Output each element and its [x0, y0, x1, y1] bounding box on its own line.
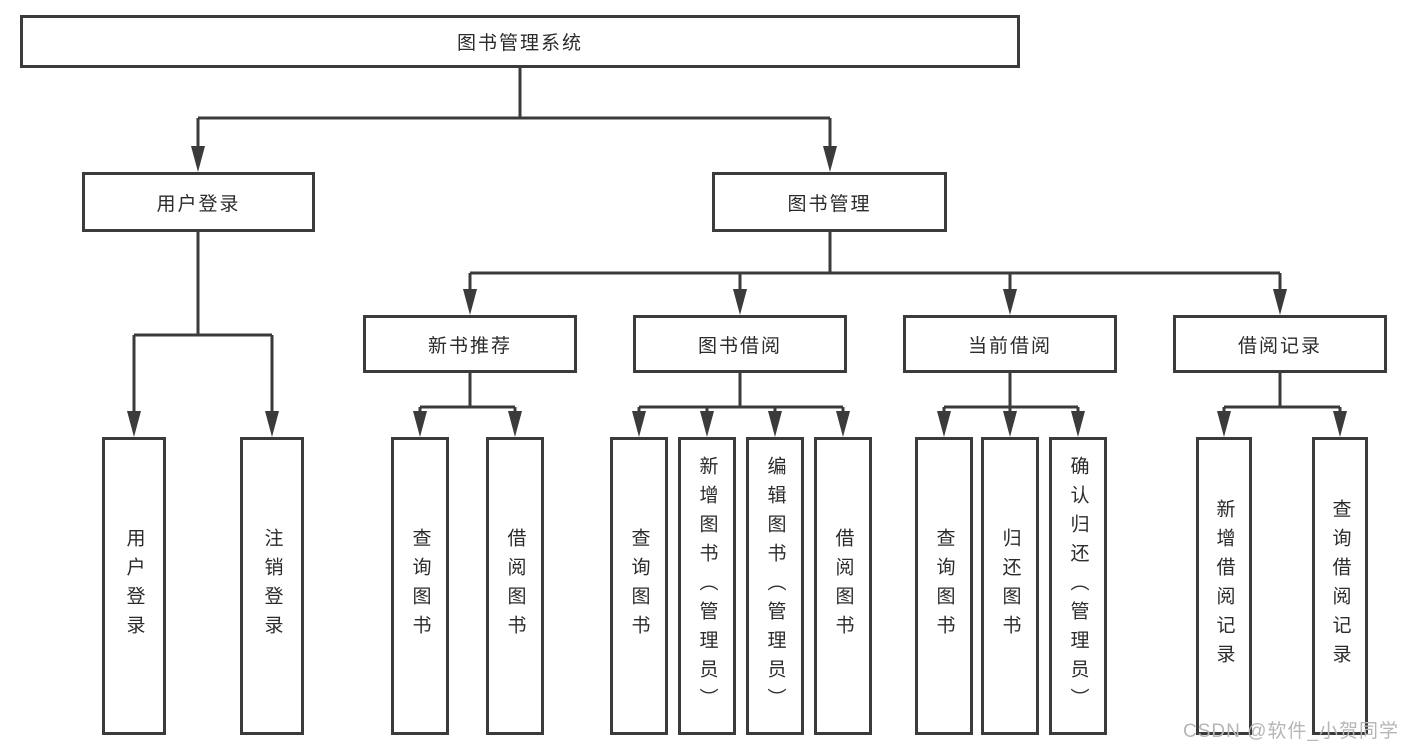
leaf-query-books-recommend: 查询图书	[391, 437, 449, 735]
arrowhead	[1003, 411, 1017, 437]
leaf-logout: 注销登录	[240, 437, 304, 735]
node-label: 图书管理系统	[456, 33, 583, 54]
node-label: 当前借阅	[967, 335, 1052, 357]
arrowhead	[508, 411, 522, 437]
edge-book-management-to-level3	[468, 232, 1282, 291]
arrowhead	[1071, 411, 1085, 437]
edge-new-book-recommend-to-leaves	[418, 373, 517, 413]
leaf-return-books: 归还图书	[981, 437, 1039, 735]
leaf-user-login: 用户登录	[102, 437, 166, 735]
arrowhead	[700, 411, 714, 437]
arrowhead	[265, 411, 279, 437]
node-borrow-records: 借阅记录	[1173, 315, 1387, 373]
node-root-library-system: 图书管理系统	[20, 15, 1020, 68]
node-current-borrow: 当前借阅	[903, 315, 1117, 373]
node-label: 确认归还（管理员）	[1067, 455, 1089, 717]
arrowhead	[1333, 411, 1347, 437]
node-label: 编辑图书（管理员）	[764, 455, 786, 717]
node-label: 图书借阅	[697, 335, 782, 357]
node-label: 新增图书（管理员）	[696, 455, 718, 717]
arrowhead	[836, 411, 850, 437]
node-label: 归还图书	[999, 528, 1021, 644]
node-label: 查询图书	[933, 528, 955, 644]
node-label: 用户登录	[123, 528, 145, 644]
node-label: 查询图书	[628, 528, 650, 644]
leaf-query-books-current: 查询图书	[915, 437, 973, 735]
leaf-query-books-borrow: 查询图书	[610, 437, 668, 735]
edge-user-login-to-leaves	[132, 232, 274, 413]
node-label: 查询图书	[409, 528, 431, 644]
leaf-borrow-books-borrow: 借阅图书	[814, 437, 872, 735]
edge-book-borrow-to-leaves	[637, 373, 845, 413]
node-book-management: 图书管理	[712, 172, 947, 232]
node-label: 借阅图书	[504, 528, 526, 644]
leaf-add-borrow-record: 新增借阅记录	[1196, 437, 1252, 735]
node-label: 新增借阅记录	[1213, 499, 1235, 673]
edge-current-borrow-to-leaves	[942, 373, 1080, 413]
arrowhead	[1003, 289, 1017, 315]
arrowhead	[1217, 411, 1231, 437]
node-book-borrow: 图书借阅	[633, 315, 847, 373]
watermark-text: CSDN @软件_小贺同学	[1183, 721, 1399, 742]
leaf-query-borrow-record: 查询借阅记录	[1312, 437, 1368, 735]
node-label: 新书推荐	[427, 335, 512, 357]
node-user-login: 用户登录	[82, 172, 315, 232]
edge-root-to-level2	[196, 68, 832, 148]
arrowhead	[823, 146, 837, 172]
node-label: 图书管理	[787, 193, 872, 215]
arrowhead	[733, 289, 747, 315]
arrowhead	[1273, 289, 1287, 315]
arrowhead	[937, 411, 951, 437]
arrowhead	[191, 146, 205, 172]
node-label: 注销登录	[261, 528, 283, 644]
node-label: 用户登录	[156, 193, 241, 215]
leaf-add-book-admin: 新增图书（管理员）	[678, 437, 736, 735]
arrowhead	[413, 411, 427, 437]
leaf-edit-book-admin: 编辑图书（管理员）	[746, 437, 804, 735]
node-label: 借阅图书	[832, 528, 854, 644]
arrowhead	[127, 411, 141, 437]
edge-borrow-records-to-leaves	[1222, 373, 1342, 413]
node-label: 查询借阅记录	[1329, 499, 1351, 673]
node-new-book-recommend: 新书推荐	[363, 315, 577, 373]
arrowhead	[463, 289, 477, 315]
arrowhead	[768, 411, 782, 437]
node-label: 借阅记录	[1237, 335, 1322, 357]
leaf-confirm-return-admin: 确认归还（管理员）	[1049, 437, 1107, 735]
arrowhead	[632, 411, 646, 437]
leaf-borrow-books-recommend: 借阅图书	[486, 437, 544, 735]
